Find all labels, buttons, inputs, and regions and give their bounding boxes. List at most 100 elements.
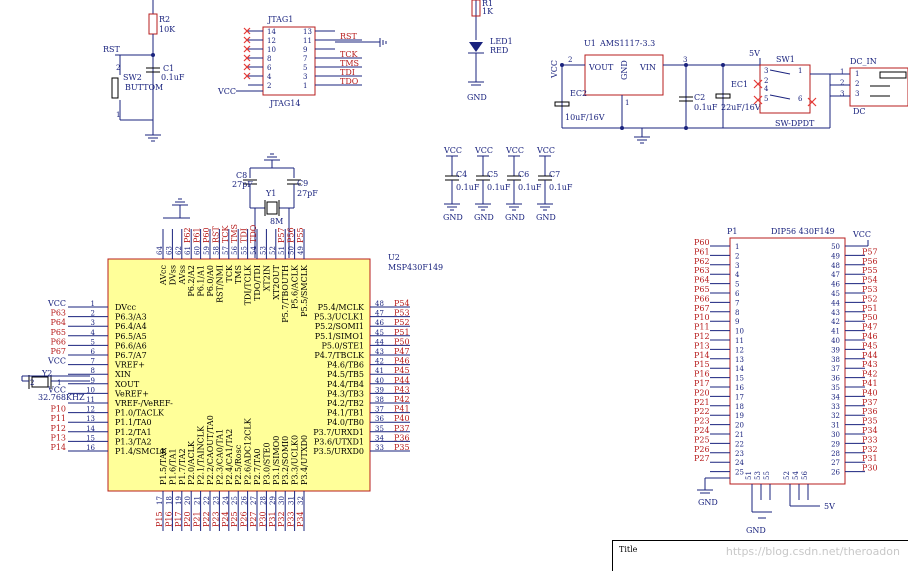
mcu-pin-number: 6 — [91, 348, 96, 356]
header-net-label: P31 — [862, 454, 878, 463]
mcu-pin-name: P6.5/A5 — [115, 332, 147, 341]
header-net-label: P30 — [862, 464, 878, 473]
header-pin-number: 39 — [831, 346, 840, 354]
header-net-label: P43 — [862, 360, 878, 369]
jtag-name: JTAG14 — [269, 99, 300, 108]
r2-value: 10K — [159, 25, 176, 34]
mcu-pin-name: P1.5/TA0 — [159, 448, 168, 485]
mcu-net-label: P20 — [183, 511, 192, 527]
jtag-pin-number: 14 — [267, 28, 276, 36]
mcu-pin-number: 9 — [91, 377, 95, 385]
mcu-pin-number: 12 — [86, 406, 95, 414]
y2-ref: Y2 — [41, 369, 52, 378]
jtag-pin-number: 13 — [303, 28, 312, 36]
sw1-pin: 2 — [764, 77, 768, 85]
mcu-pin-name: P1.6/TA1 — [168, 448, 177, 485]
mcu-pin-number: 27 — [250, 496, 258, 505]
no-connect-icon — [243, 54, 251, 62]
mcu-pin-number: 31 — [288, 496, 296, 505]
header-net-label: P53 — [862, 285, 878, 294]
c8-value: 27pF — [232, 180, 253, 189]
mcu-pin-name: P6.3/A3 — [115, 313, 147, 322]
header-gnd: GND — [698, 498, 718, 507]
sw2-pin2: 2 — [116, 64, 120, 72]
dc-pin: 3 — [855, 90, 859, 98]
jtag-pin-number: 1 — [303, 82, 307, 90]
header-pin-number: 33 — [831, 403, 840, 411]
mcu-net-label: P51 — [394, 328, 410, 337]
header-pin-number: 40 — [831, 337, 840, 345]
header-net-label: P34 — [862, 426, 878, 435]
mcu-pin-number: 4 — [91, 329, 96, 337]
jtag-pin-number: 9 — [303, 46, 307, 54]
header-pin-number: 50 — [831, 243, 840, 251]
mcu-pin-number: 29 — [269, 496, 277, 505]
mcu-pin-name: VREF-/VeREF- — [114, 399, 173, 408]
sw1-ref: SW1 — [776, 55, 795, 64]
header-pin-number: 30 — [831, 431, 840, 439]
mcu-pin-name: P1.0/TACLK — [115, 409, 165, 418]
mcu-net-label: P27 — [249, 511, 258, 527]
mcu-net-label: P44 — [394, 376, 410, 385]
mcu-pin-name: P2.6/ADC12CLK — [244, 417, 253, 485]
header-pin-number: 17 — [735, 393, 744, 401]
header-pin-number: 15 — [735, 375, 744, 383]
header-pin-number: 41 — [831, 328, 840, 336]
mcu-net-label: P54 — [394, 299, 410, 308]
jtag-pin-number: 4 — [267, 73, 272, 81]
sw1-pin: 4 — [764, 85, 769, 93]
header-net-label: P47 — [862, 323, 878, 332]
header-net-label: P50 — [862, 313, 878, 322]
mcu-pin-name: P2.3/CA0/TA1 — [215, 429, 224, 485]
header-pin-number: 11 — [735, 337, 744, 345]
mcu-pin-name: P2.7/TA0 — [253, 448, 262, 485]
header-pin-number: 2 — [735, 252, 739, 260]
mcu-net-label: P16 — [164, 511, 173, 527]
mcu-pin-name: P5.0/STE1 — [321, 341, 364, 350]
cap-value: 0.1uF — [549, 183, 573, 192]
mcu-pin-name: P3.6/UTXD1 — [314, 437, 364, 446]
mcu-top-ground — [163, 198, 190, 219]
cap-value: 0.1uF — [456, 183, 480, 192]
cap-gnd-label: GND — [505, 213, 525, 222]
jtag-pin-number: 12 — [267, 37, 276, 45]
header-net-label: P20 — [694, 388, 710, 397]
mcu-pin-number: 22 — [203, 496, 211, 505]
c2-value: 0.1uF — [694, 103, 718, 112]
mcu-net-label: P37 — [394, 424, 410, 433]
sw2-name: BUTTOM — [125, 83, 163, 92]
reset-circuit: R2 10K RST C1 0.1uF 2 1 SW2 BUTTOM — [103, 0, 185, 142]
header-pin-number: 19 — [735, 412, 744, 420]
mcu-pin-name: P1.3/TA2 — [115, 437, 152, 446]
mcu-net-label: P35 — [394, 443, 410, 452]
mcu-pin-name: VREF+ — [114, 361, 145, 370]
header-pin-number: 21 — [735, 431, 744, 439]
v5-label: 5V — [749, 49, 760, 58]
mcu-pin-number: 2 — [91, 310, 95, 318]
led-circuit: R1 1K LED1 RED GND — [467, 0, 513, 102]
dc-ref: DC_IN — [850, 57, 877, 66]
u1-pin1: 1 — [625, 99, 629, 107]
mcu-pin-name: P6.4/A4 — [115, 322, 147, 331]
c9-ref: C9 — [297, 179, 308, 188]
mcu-net-label: P12 — [50, 424, 66, 433]
dc-name: DC — [853, 107, 866, 116]
mcu-pin-number: 53 — [259, 246, 267, 255]
dc-pin: 1 — [840, 68, 844, 76]
title-block: Title — [612, 540, 908, 571]
mcu-pin-number: 38 — [375, 396, 384, 404]
mcu-net-label: P11 — [50, 414, 66, 423]
mcu-pin-name: TDI/TCLK — [244, 264, 253, 305]
mcu-pin-number: 41 — [375, 367, 384, 375]
mcu-net-label: P30 — [258, 511, 267, 527]
led-gnd: GND — [467, 93, 487, 102]
mcu-pin-number: 60 — [194, 246, 202, 255]
mcu-pin-number: 19 — [175, 496, 183, 505]
header-pin-number: 1 — [735, 243, 739, 251]
mcu-pin-name: P4.2/TB2 — [327, 399, 364, 408]
header-net-label: P12 — [694, 332, 710, 341]
cap-vcc-label: VCC — [536, 146, 555, 155]
ground-symbol — [145, 134, 161, 142]
mcu-net-label: TDO — [249, 224, 258, 243]
led-ref: LED1 — [490, 37, 513, 46]
